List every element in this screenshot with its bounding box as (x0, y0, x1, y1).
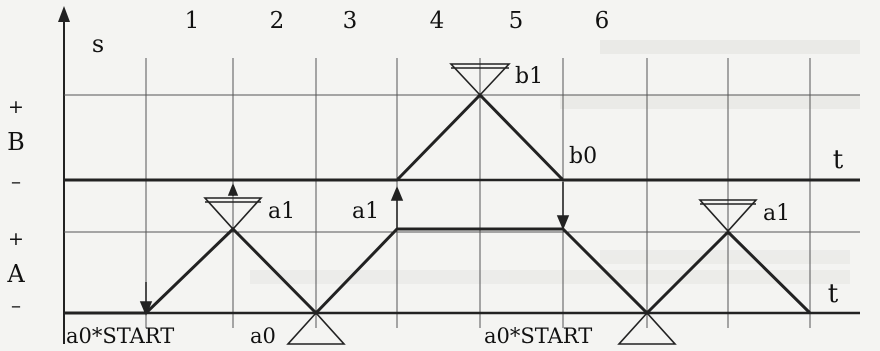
b1-label: b1 (515, 64, 543, 89)
arrow-head-step6 (556, 215, 570, 231)
signal-a-low-mark: – (11, 293, 21, 317)
a1-label-third: a1 (763, 201, 790, 226)
signal-b-low-mark: – (11, 169, 21, 193)
a1-limit-triangle-first (203, 197, 263, 231)
step-number-1: 1 (185, 8, 200, 34)
a0-start-label-second: a0*START (484, 324, 592, 348)
signal-a-high-mark: + (8, 228, 24, 250)
step-number-5: 5 (509, 8, 524, 34)
a0-start-limit-triangle (617, 311, 677, 345)
signal-a-labels: + A – (6, 228, 25, 317)
signal-a-name: A (6, 260, 25, 288)
signal-arrows (139, 182, 570, 317)
a1-label-second: a1 (352, 199, 379, 224)
b1-limit-triangle (449, 63, 511, 97)
step-number-3: 3 (343, 8, 358, 34)
arrow-head-step1 (139, 301, 153, 317)
step-number-6: 6 (595, 8, 610, 34)
vertical-axis (58, 6, 70, 344)
b0-label: b0 (569, 144, 597, 169)
step-number-labels: 1 2 3 4 5 6 (185, 8, 610, 34)
a1-limit-triangle-third (698, 199, 758, 233)
a0-label: a0 (250, 324, 276, 348)
a1-label-first: a1 (268, 199, 295, 224)
a0-start-label-first: a0*START (66, 324, 174, 348)
step-number-4: 4 (430, 8, 445, 34)
a0-limit-triangle (286, 311, 346, 345)
state-label: s (92, 30, 104, 58)
time-label-upper: t (833, 145, 844, 175)
arrow-head-step2 (227, 182, 239, 196)
time-label-lower: t (828, 279, 839, 309)
signal-b-labels: + B – (7, 96, 25, 193)
arrow-head-step4 (390, 185, 404, 201)
signal-b-high-mark: + (8, 96, 24, 118)
signal-b-name: B (7, 128, 25, 156)
step-number-2: 2 (270, 8, 285, 34)
annotation-labels: b1 b0 a1 a1 a1 a0*START a0 a0*START (66, 64, 790, 348)
background-bleedthrough (250, 40, 860, 284)
limit-switch-symbols (203, 63, 758, 345)
